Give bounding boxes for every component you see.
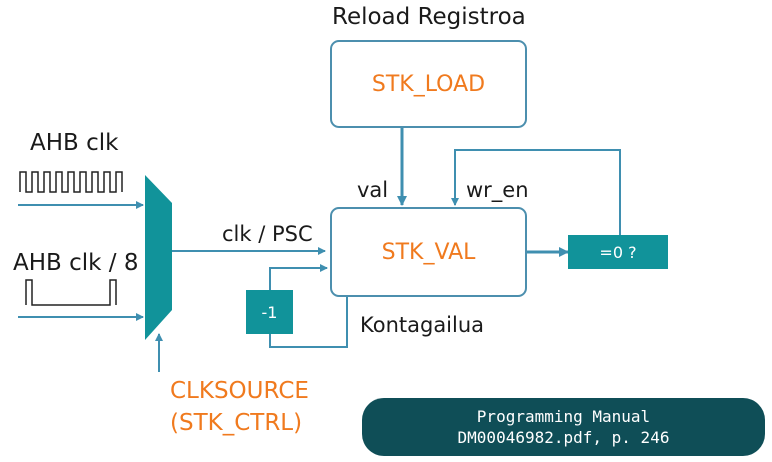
compare-zero-box: =0 ? bbox=[568, 235, 668, 269]
wr-en-label: wr_en bbox=[466, 178, 529, 202]
clksource-line1: CLKSOURCE bbox=[170, 378, 309, 404]
ahb-div8-waveform bbox=[25, 279, 117, 306]
reload-register-title: Reload Registroa bbox=[332, 4, 526, 30]
wr-en-feedback-line bbox=[451, 149, 621, 235]
clksource-label: CLKSOURCE (STK_CTRL) bbox=[170, 375, 309, 439]
clk-psc-label: clk / PSC bbox=[222, 222, 313, 246]
counter-label: Kontagailua bbox=[360, 313, 485, 337]
compare-zero-label: =0 ? bbox=[599, 242, 637, 262]
decrement-label: -1 bbox=[261, 302, 278, 322]
decrement-loop-line bbox=[269, 264, 348, 348]
ahb-clk-label: AHB clk bbox=[30, 130, 119, 156]
stk-val-label: STK_VAL bbox=[381, 239, 476, 265]
reference-line2: DM00046982.pdf, p. 246 bbox=[457, 428, 670, 447]
reference-note: Programming Manual DM00046982.pdf, p. 24… bbox=[362, 398, 765, 456]
clksource-line2: (STK_CTRL) bbox=[170, 410, 303, 436]
stk-load-box: STK_LOAD bbox=[330, 40, 527, 128]
clock-mux bbox=[145, 175, 172, 340]
stk-val-box: STK_VAL bbox=[330, 207, 527, 297]
reference-line1: Programming Manual bbox=[476, 407, 651, 426]
ahb-clock-waveform bbox=[19, 171, 123, 193]
val-label: val bbox=[357, 178, 389, 202]
decrement-box: -1 bbox=[246, 290, 293, 334]
ahb-div8-label: AHB clk / 8 bbox=[13, 250, 139, 276]
stk-load-label: STK_LOAD bbox=[371, 71, 486, 97]
